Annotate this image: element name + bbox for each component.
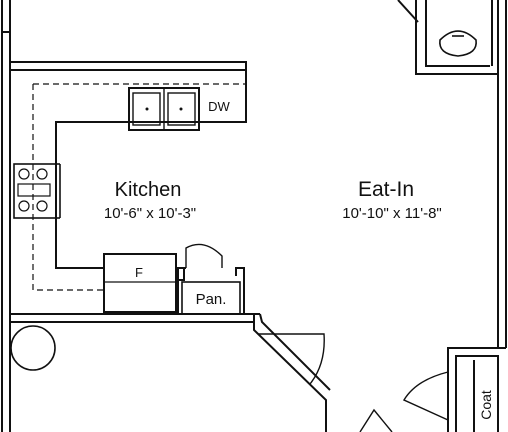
burner	[36, 168, 48, 180]
dishwasher-label: DW	[208, 99, 230, 114]
coat-closet	[447, 347, 506, 432]
pantry-door-swing	[185, 243, 223, 268]
range-grill	[17, 183, 51, 197]
range-burners	[17, 168, 51, 212]
room-dimensions-eat-in: 10'-10" x 11'-8"	[342, 205, 442, 222]
burner	[18, 200, 30, 212]
range	[13, 163, 57, 219]
bath-wall-inner	[425, 0, 490, 67]
upper-cabinet-outline	[32, 83, 246, 291]
pantry-label: Pan.	[196, 291, 227, 308]
room-dimensions-kitchen: 10'-6" x 10'-3"	[104, 205, 196, 222]
bottom-door-swing	[359, 408, 393, 432]
angled-wall	[253, 313, 331, 432]
burner	[18, 168, 30, 180]
drain	[145, 107, 149, 111]
drain	[179, 107, 183, 111]
coat-door-swing	[402, 371, 449, 421]
bath-wall	[415, 0, 498, 75]
pantry-walls	[177, 267, 245, 315]
sink-right	[167, 92, 196, 126]
sink-left	[132, 92, 161, 126]
fridge	[103, 253, 177, 313]
room-name-eat-in: Eat-In	[358, 178, 414, 201]
sink-drains	[145, 107, 183, 111]
burner	[36, 200, 48, 212]
coat-label: Coat	[478, 390, 494, 420]
bath-door-swing	[397, 0, 419, 23]
fridge-label: F	[135, 265, 143, 280]
bath-fixture	[439, 30, 477, 57]
closet-fixture	[10, 325, 56, 371]
room-name-kitchen: Kitchen	[115, 179, 182, 201]
entry-door-swing	[258, 333, 325, 385]
